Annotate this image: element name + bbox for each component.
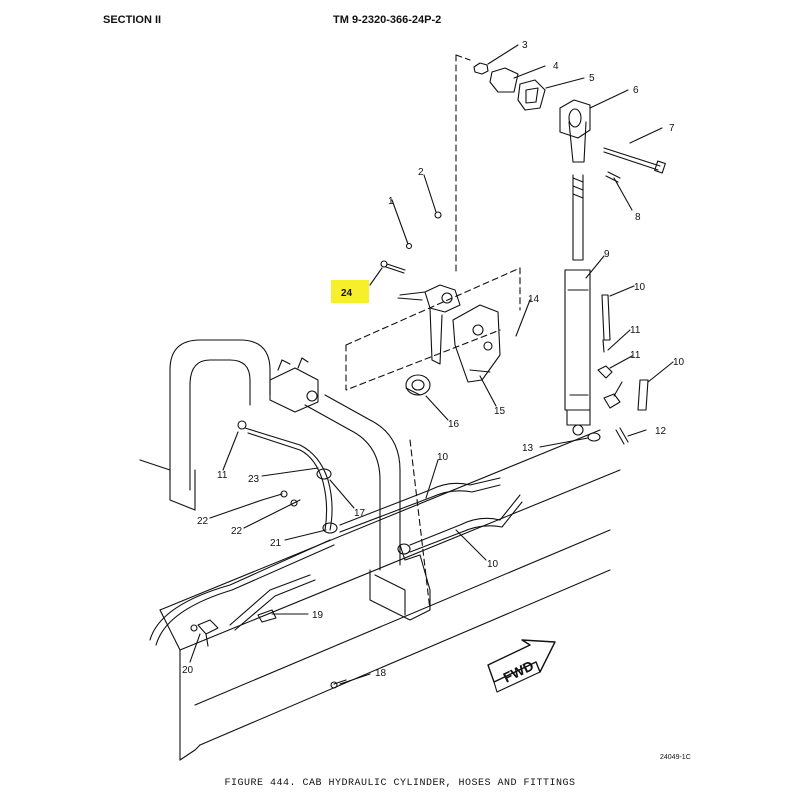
nut-part-3 [473,62,489,75]
hose-assembly-long [149,539,335,646]
hydraulic-cylinder-part-9 [564,121,591,436]
callout-20: 20 [182,665,194,676]
callout-1: 1 [388,196,394,207]
callout-13: 13 [522,443,534,454]
frame-tube-loop [139,339,401,571]
callout-11-upper: 11 [630,325,641,336]
callout-10-upper: 10 [634,282,646,293]
hydraulic-tube-part-10 [339,477,523,555]
callout-4: 4 [553,61,559,72]
callout-19: 19 [312,610,324,621]
bolt-part-22-upper [261,490,288,501]
callout-24: 24 [341,288,353,299]
callout-numbers: 1 2 3 4 5 6 7 8 9 10 11 11 10 12 13 14 1… [182,40,685,679]
callout-17: 17 [354,508,366,519]
callout-6: 6 [633,85,639,96]
hose-part-23 [237,420,333,531]
section-label: SECTION II [103,14,162,26]
callout-15: 15 [494,406,506,417]
plate-part-4 [489,67,519,93]
callout-22-lower: 22 [231,526,243,537]
figure-caption: FIGURE 444. CAB HYDRAULIC CYLINDER, HOSE… [224,778,576,789]
callout-14: 14 [528,294,540,305]
elbow-part-11 [597,365,613,379]
forward-arrow [487,639,556,693]
callout-8: 8 [635,212,641,223]
forward-label: FWD [501,657,537,685]
mount-bracket-part-15 [452,304,501,383]
callout-3: 3 [522,40,528,51]
callout-18: 18 [375,668,387,679]
bolt-part-24 [380,260,406,274]
valve-block [269,357,319,413]
callout-22-upper: 22 [197,516,209,527]
cotter-part-12 [615,427,629,445]
callout-2: 2 [418,167,424,178]
tee-fitting-part-20 [190,619,219,647]
callout-10-lower-b: 10 [487,559,499,570]
bushing-part-16 [405,374,431,396]
drawing-code: 24049-1C [660,754,691,761]
cotter-pin-part-8 [605,171,621,183]
callout-21: 21 [270,538,282,549]
adapter-part-11-lower [603,393,621,409]
chassis-frame-rail [159,429,621,761]
callout-11-left: 11 [217,470,228,481]
callout-9: 9 [604,249,610,260]
callout-10-lower-a: 10 [437,452,449,463]
washer-part-1 [405,242,413,250]
manual-number: TM 9-2320-366-24P-2 [333,14,442,26]
frame-bracket [369,544,431,621]
bolt-part-18 [330,679,347,689]
cab-panel-outline [345,54,521,611]
rod-end-clevis-part-6 [559,99,591,139]
highlight-box-24 [331,280,369,303]
callout-12: 12 [655,426,667,437]
fitting-part-10-right [637,379,649,411]
fitting-part-19 [257,609,277,623]
callout-11-middle: 11 [630,350,641,361]
callout-5: 5 [589,73,595,84]
pivot-bracket [397,284,461,365]
gasket-part-5 [517,79,546,111]
fitting-part-10-upper [601,294,611,353]
callout-16: 16 [448,419,460,430]
washer-part-13 [587,432,601,442]
clamp-part-17 [316,468,338,534]
pin-part-7 [603,147,666,174]
callout-7: 7 [669,123,675,134]
nut-part-2 [434,211,442,219]
leader-lines [189,44,674,685]
callout-10-right: 10 [673,357,685,368]
bolt-part-22-lower [289,499,301,507]
callout-23: 23 [248,474,260,485]
